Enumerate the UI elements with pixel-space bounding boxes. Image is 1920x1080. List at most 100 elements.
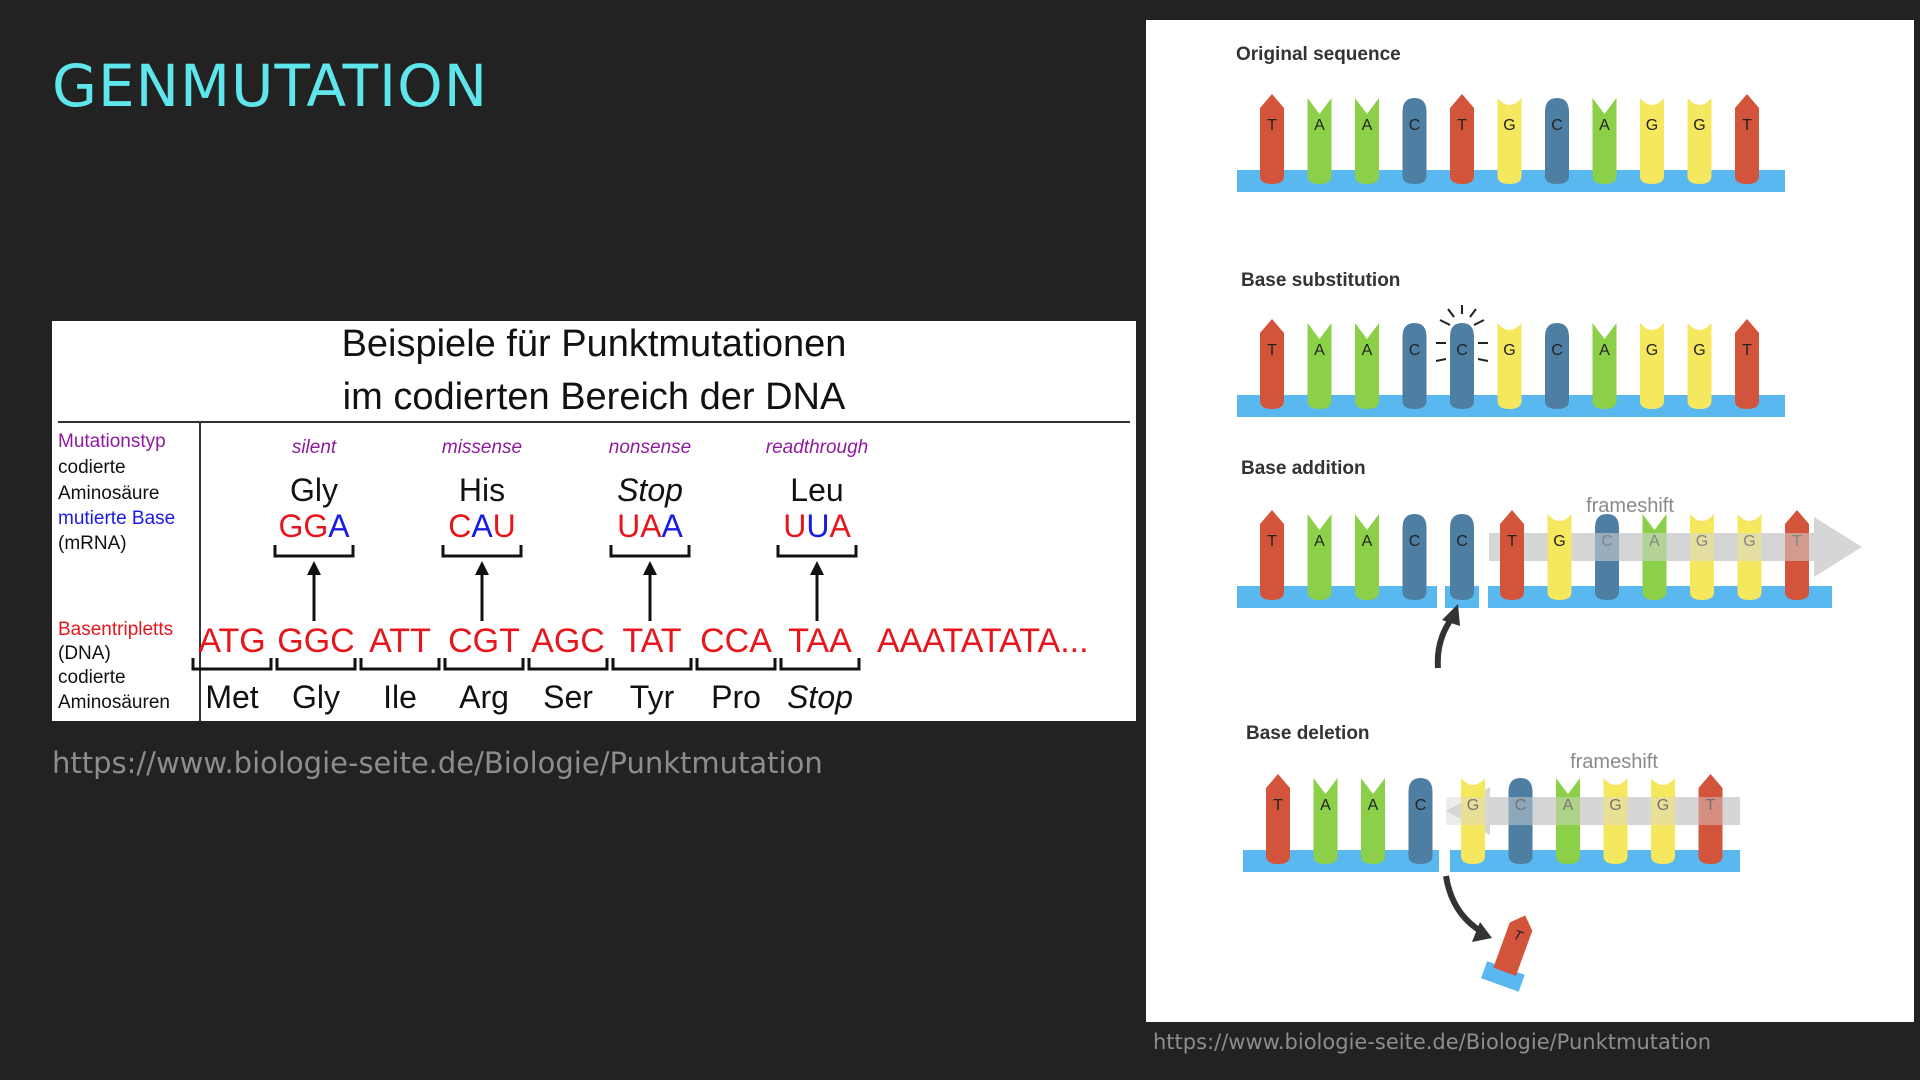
nucleotide-letter: T	[1706, 797, 1716, 814]
nucleotide-shape	[1402, 514, 1427, 600]
mutation-arrow-head	[810, 561, 824, 575]
nucleotide-shape	[1307, 323, 1332, 409]
base-C: C	[1402, 514, 1427, 600]
nucleotide-letter: A	[1362, 533, 1373, 550]
nucleotide-shape	[1461, 778, 1485, 864]
nucleotide-letter: C	[1551, 342, 1563, 359]
base-substitution-label: Base substitution	[1241, 270, 1400, 291]
burst-ray	[1473, 319, 1485, 326]
deletion-frameshift-label: frameshift	[1570, 751, 1658, 773]
nucleotide-letter: A	[1362, 342, 1373, 359]
dna-triplet: TAA	[788, 622, 852, 660]
removed-base-T: T	[1481, 915, 1533, 992]
dna-triplet: CCA	[700, 622, 772, 660]
nucleotide-letter: A	[1599, 117, 1610, 134]
nucleotide-letter: T	[1273, 797, 1283, 814]
nucleotide-letter: G	[1693, 342, 1705, 359]
mutation-arrow-head	[307, 561, 321, 575]
base-T: T	[1698, 774, 1723, 864]
mutated-codon: CAU	[448, 508, 516, 544]
nucleotide-letter: T	[1267, 342, 1277, 359]
nucleotide-letter: G	[1646, 117, 1658, 134]
burst-ray	[1435, 358, 1447, 362]
base-G: G	[1687, 323, 1712, 409]
nucleotide-shape	[1497, 98, 1522, 184]
nucleotide-letter: A	[1314, 342, 1325, 359]
nucleotide-letter: G	[1503, 117, 1515, 134]
row-label-basentripletts: Basentripletts	[58, 619, 173, 640]
dna-amino-acid: Gly	[292, 679, 340, 715]
nucleotide-shape	[1640, 323, 1664, 409]
nucleotide-shape	[1450, 323, 1474, 409]
row-label-mutationstyp: Mutationstyp	[58, 431, 166, 452]
nucleotide-letter: G	[1503, 342, 1515, 359]
codon-suffix: A	[829, 508, 851, 544]
inserted-base-C: C	[1450, 514, 1474, 600]
codon-prefix: GG	[278, 508, 328, 544]
figure-title-line-1: Beispiele für Punktmutationen	[342, 323, 847, 365]
mutated-base: A	[328, 508, 350, 544]
triplet-bracket	[527, 658, 609, 671]
row-label-dna: (DNA)	[58, 643, 111, 664]
nucleotide-letter: C	[1456, 533, 1468, 550]
dna-amino-acid: Ile	[383, 679, 417, 715]
base-addition-label: Base addition	[1241, 458, 1366, 479]
row-label-codierte: codierte	[58, 457, 126, 478]
nucleotide-letter: C	[1515, 797, 1527, 814]
burst-ray	[1447, 308, 1455, 318]
nucleotide-letter: C	[1551, 117, 1563, 134]
left-source-link[interactable]: https://www.biologie-seite.de/Biologie/P…	[52, 746, 823, 780]
nucleotide-letter: T	[1742, 342, 1752, 359]
insertion-arrow-head	[1442, 604, 1460, 626]
nucleotide-shape	[1545, 323, 1569, 409]
base-G: G	[1603, 778, 1628, 864]
burst-ray	[1477, 358, 1489, 362]
figure-title-line-2: im codierten Bereich der DNA	[343, 376, 846, 418]
base-T: T	[1500, 510, 1524, 600]
dna-amino-acid: Stop	[787, 679, 853, 715]
base-A: A	[1355, 98, 1379, 184]
deletion-backbone-left	[1243, 850, 1439, 872]
mutated-amino-acid: Leu	[790, 472, 843, 508]
nucleotide-shape	[1651, 778, 1675, 864]
nucleotide-shape	[1307, 514, 1332, 600]
mutation-type-label: missense	[442, 437, 522, 458]
codon-suffix: U	[493, 508, 516, 544]
nucleotide-letter: C	[1415, 797, 1427, 814]
addition-frameshift-label: frameshift	[1586, 495, 1674, 517]
mutation-type-label: silent	[292, 437, 337, 458]
base-G: G	[1497, 98, 1522, 184]
nucleotide-shape	[1687, 323, 1712, 409]
codon-prefix: UA	[617, 508, 662, 544]
right-source-link[interactable]: https://www.biologie-seite.de/Biologie/P…	[1153, 1030, 1712, 1054]
mutated-amino-acid: His	[459, 472, 505, 508]
insertion-arrow-shaft	[1434, 616, 1455, 669]
nucleotide-letter: G	[1553, 533, 1565, 550]
base-A: A	[1307, 514, 1332, 600]
nucleotide-shape	[1260, 319, 1284, 409]
mutated-codon: GGA	[278, 508, 350, 544]
point-mutation-diagram: Beispiele für Punktmutationen im codierte…	[58, 323, 1130, 721]
dna-amino-acid: Tyr	[630, 679, 675, 715]
nucleotide-letter: G	[1657, 797, 1669, 814]
nucleotide-shape	[1547, 514, 1572, 600]
nucleotide-letter: C	[1456, 342, 1468, 359]
nucleotide-shape	[1260, 510, 1284, 600]
base-G: G	[1497, 323, 1522, 409]
nucleotide-shape	[1402, 98, 1427, 184]
removed-base-backbone	[1481, 961, 1525, 992]
nucleotide-letter: C	[1409, 533, 1421, 550]
nucleotide-shape	[1408, 778, 1433, 864]
nucleotide-shape	[1687, 98, 1712, 184]
nucleotide-shape	[1266, 774, 1290, 864]
nucleotide-shape	[1603, 778, 1628, 864]
nucleotide-letter: A	[1314, 117, 1325, 134]
nucleotide-letter: T	[1457, 117, 1467, 134]
codon-bracket	[441, 545, 523, 558]
row-label-aminosaeure: Aminosäure	[58, 483, 159, 504]
base-C: C	[1545, 323, 1569, 409]
deletion-backbone-right	[1450, 850, 1740, 872]
mutated-codon: UUA	[783, 508, 851, 544]
